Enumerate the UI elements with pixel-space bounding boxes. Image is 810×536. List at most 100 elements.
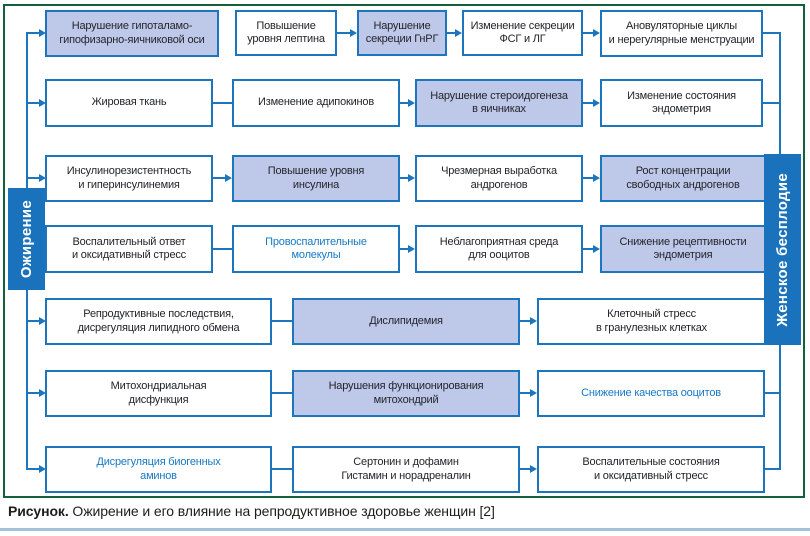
connector-line <box>765 468 781 470</box>
connector-right-bottom <box>779 345 781 470</box>
flow-box: Митохондриальная дисфункция <box>45 370 272 417</box>
connector-line <box>763 32 781 34</box>
flow-box: Нарушение секреции ГнРГ <box>357 10 447 56</box>
arrowhead-icon <box>39 465 46 473</box>
arrowhead-icon <box>408 99 415 107</box>
flow-box-label: Неблагоприятная среда для ооцитов <box>439 235 559 261</box>
arrowhead-icon <box>39 317 46 325</box>
connector-line <box>213 102 232 104</box>
flow-box: Снижение качества ооцитов <box>537 370 765 417</box>
flow-box: Нарушение стероидогенеза в яичниках <box>415 79 583 127</box>
flow-box-label: Снижение качества ооцитов <box>581 386 721 399</box>
flow-box-label: Сертонин и дофамин Гистамин и норадренал… <box>341 456 471 482</box>
connector-line <box>272 392 292 394</box>
connector-line <box>27 320 39 322</box>
flow-box: Сертонин и дофамин Гистамин и норадренал… <box>292 446 520 493</box>
flow-box-label: Митохондриальная дисфункция <box>110 380 207 406</box>
connector-line <box>27 392 39 394</box>
flow-box-label: Нарушение секреции ГнРГ <box>365 19 439 45</box>
flow-box: Неблагоприятная среда для ооцитов <box>415 225 583 273</box>
connector-line <box>27 32 39 34</box>
figure-caption: Рисунок. Ожирение и его влияние на репро… <box>8 503 802 519</box>
arrowhead-icon <box>39 174 46 182</box>
arrowhead-icon <box>39 389 46 397</box>
flow-box: Изменение секреции ФСГ и ЛГ <box>462 10 583 56</box>
arrowhead-icon <box>593 174 600 182</box>
flow-box: Снижение рецептивности эндометрия <box>600 225 766 273</box>
flow-box: Нарушение гипоталамо- гипофизарно-яичник… <box>45 10 219 57</box>
flow-box: Ановуляторные циклы и нерегулярные менст… <box>600 10 763 57</box>
flow-box: Изменение состояния эндометрия <box>600 79 763 127</box>
connector-line <box>583 248 594 250</box>
female-infertility-bar-label: Женское бесплодие <box>774 172 791 327</box>
flow-box-label: Инсулинорезистентность и гиперинсулинеми… <box>66 165 192 191</box>
obesity-bar-label: Ожирение <box>18 199 35 279</box>
connector-line <box>583 32 594 34</box>
flow-box: Дисрегуляция биогенных аминов <box>45 446 272 493</box>
flow-box: Провоспалительные молекулы <box>232 225 400 273</box>
flow-box: Нарушения функционирования митохондрий <box>292 370 520 417</box>
connector-line <box>400 248 409 250</box>
arrowhead-icon <box>39 29 46 37</box>
connector-line <box>583 102 594 104</box>
flow-box-label: Клеточный стресс в гранулезных клетках <box>596 308 707 334</box>
arrowhead-icon <box>530 389 537 397</box>
flow-box-label: Репродуктивные последствия, дисрегуляция… <box>77 308 240 334</box>
flow-box: Репродуктивные последствия, дисрегуляция… <box>45 298 272 345</box>
female-infertility-bar: Женское бесплодие <box>764 154 801 345</box>
connector-line <box>400 177 409 179</box>
connector-line <box>272 320 292 322</box>
flow-box-label: Ановуляторные циклы и нерегулярные менст… <box>608 20 755 46</box>
connector-line <box>520 468 531 470</box>
flow-box: Чрезмерная выработка андрогенов <box>415 155 583 202</box>
connector-line <box>583 177 594 179</box>
flow-box-label: Изменение состояния эндометрия <box>627 89 736 115</box>
flow-box: Жировая ткань <box>45 79 213 127</box>
flow-box-label: Изменение секреции ФСГ и ЛГ <box>470 19 575 45</box>
figure-caption-text: Ожирение и его влияние на репродуктивное… <box>68 503 495 519</box>
arrowhead-icon <box>455 29 462 37</box>
figure-caption-label: Рисунок. <box>8 503 69 519</box>
obesity-bar: Ожирение <box>8 188 45 290</box>
flow-box: Воспалительные состояния и оксидативный … <box>537 446 765 493</box>
flow-box: Инсулинорезистентность и гиперинсулинеми… <box>45 155 213 202</box>
flow-box-label: Чрезмерная выработка андрогенов <box>441 165 557 191</box>
flow-box-label: Нарушения функционирования митохондрий <box>328 380 484 406</box>
arrowhead-icon <box>39 99 46 107</box>
arrowhead-icon <box>350 29 357 37</box>
connector-line <box>27 468 39 470</box>
arrowhead-icon <box>225 174 232 182</box>
connector-line <box>765 392 781 394</box>
flow-box: Клеточный стресс в гранулезных клетках <box>537 298 766 345</box>
arrowhead-icon <box>593 245 600 253</box>
arrowhead-icon <box>593 99 600 107</box>
flow-box: Изменение адипокинов <box>232 79 400 127</box>
flow-box: Рост концентрации свободных андрогенов <box>600 155 766 202</box>
connector-line <box>272 468 292 470</box>
flow-box-label: Воспалительные состояния и оксидативный … <box>582 456 720 482</box>
arrowhead-icon <box>408 245 415 253</box>
flow-box-label: Воспалительный ответ и оксидативный стре… <box>72 235 186 261</box>
flow-box: Повышение уровня лептина <box>235 10 337 56</box>
arrowhead-icon <box>408 174 415 182</box>
arrowhead-icon <box>593 29 600 37</box>
arrowhead-icon <box>530 465 537 473</box>
flow-box-label: Нарушение гипоталамо- гипофизарно-яичник… <box>59 20 205 46</box>
connector-line <box>213 248 232 250</box>
connector-line <box>400 102 409 104</box>
connector-line <box>337 32 351 34</box>
flow-box-label: Снижение рецептивности эндометрия <box>619 235 747 261</box>
connector-line <box>447 32 456 34</box>
flow-box-label: Дислипидемия <box>369 314 443 327</box>
flow-box-label: Жировая ткань <box>91 96 167 109</box>
bottom-divider <box>0 528 810 531</box>
connector-line <box>763 102 781 104</box>
connector-line <box>520 320 531 322</box>
flow-box-label: Изменение адипокинов <box>258 96 374 109</box>
connector-line <box>520 392 531 394</box>
flow-box: Воспалительный ответ и оксидативный стре… <box>45 225 213 273</box>
flow-box-label: Нарушение стероидогенеза в яичниках <box>430 89 568 115</box>
connector-line <box>27 102 39 104</box>
connector-line <box>27 177 39 179</box>
